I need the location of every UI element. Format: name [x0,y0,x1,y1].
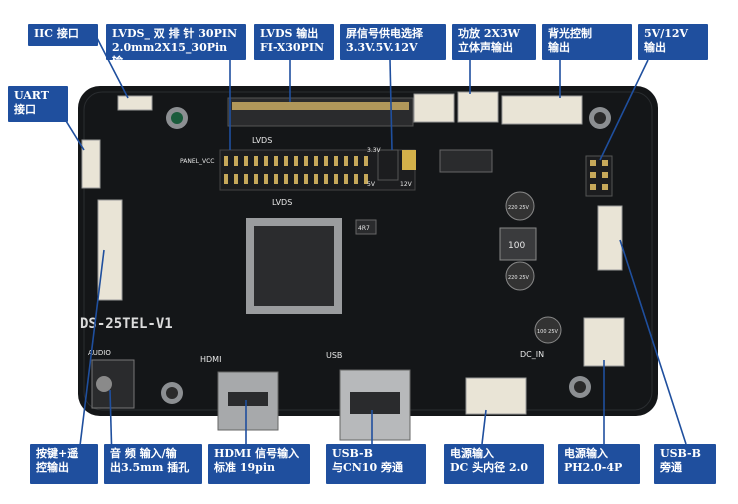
mounting-hole-icon [166,107,188,129]
leader-lines [57,35,687,463]
capacitor-icon [505,261,535,291]
v5-silk: 5V [367,181,376,188]
cap1-silk: 220 25V [508,205,529,211]
callout-lvds-dual: LVDS_ 双 排 针 30PIN 2.0mm2X15_30Pin 输 [106,24,246,68]
hdmi-connector [217,371,279,431]
amp-chip [439,149,493,173]
callout-screen-power: 屏信号供电选择 3.3V.5V.12V [340,24,446,60]
uart-connector [81,139,101,189]
callout-usbb: USB-B 旁通 [654,444,716,484]
amp-connector-left [413,93,455,123]
usb-b-connector [339,369,411,441]
dc-in-silk: DC_IN [520,350,544,359]
callout-hdmi: HDMI 信号输入 标准 19pin [208,444,310,484]
ph20-connector [583,317,625,367]
cap3-silk: 100 25V [537,329,558,335]
capacitor-icon [534,316,562,344]
usb-silk: USB [326,351,342,360]
chip-4r7-silk: 4R7 [358,225,370,232]
amp-connector-right [457,91,499,123]
inductor-icon [499,227,537,261]
dc-in-connector [465,377,527,415]
backlight-connector [501,95,583,125]
capacitor-icon [505,191,535,221]
model-silk: DS-25TEL-V1 [80,316,173,332]
iic-connector [117,95,153,111]
mounting-hole-icon [161,382,183,404]
lvds-silk-top: LVDS [252,136,272,145]
callout-5v12v: 5V/12V 输出 [638,24,708,60]
mounting-hole-icon [589,107,611,129]
v33-silk: 3.3V [367,147,382,154]
panel-vcc-silk: PANEL_VCC [180,158,214,165]
callout-iic: IIC 接口 [28,24,98,46]
callout-dc-in: 电源输入 DC 头内径 2.0 [444,444,544,484]
usbb-bypass-connector [597,205,623,271]
lvds-silk-mid: LVDS [272,198,292,207]
power-select-jumper [377,149,416,181]
cap2-silk: 220 25V [508,275,529,281]
chip-4r7 [355,219,377,235]
v12-silk: 12V [400,181,413,188]
callout-usbb-cn10: USB-B 与CN10 旁通 [326,444,426,484]
callout-ph20: 电源输入 PH2.0-4P [558,444,640,484]
callout-lvds-out: LVDS 输出 FI-X30PIN [254,24,334,60]
hdmi-silk: HDMI [200,355,221,364]
mounting-hole-icon [569,376,591,398]
callout-backlight: 背光控制 输出 [542,24,632,60]
callout-audio: 音 频 输入/输 出3.5mm 插孔 [104,444,202,484]
callout-uart: UART 接口 [8,86,68,122]
out-5v12v-header [585,155,613,197]
pcb-board [78,86,658,416]
main-chip [246,218,342,314]
callout-keys: 按键+遥 控输出 [30,444,98,484]
callout-amp: 功放 2X3W 立体声输出 [452,24,536,60]
inductor-silk: 100 [508,241,525,251]
audio-silk: AUDIO [88,349,111,357]
keys-connector [97,199,123,301]
